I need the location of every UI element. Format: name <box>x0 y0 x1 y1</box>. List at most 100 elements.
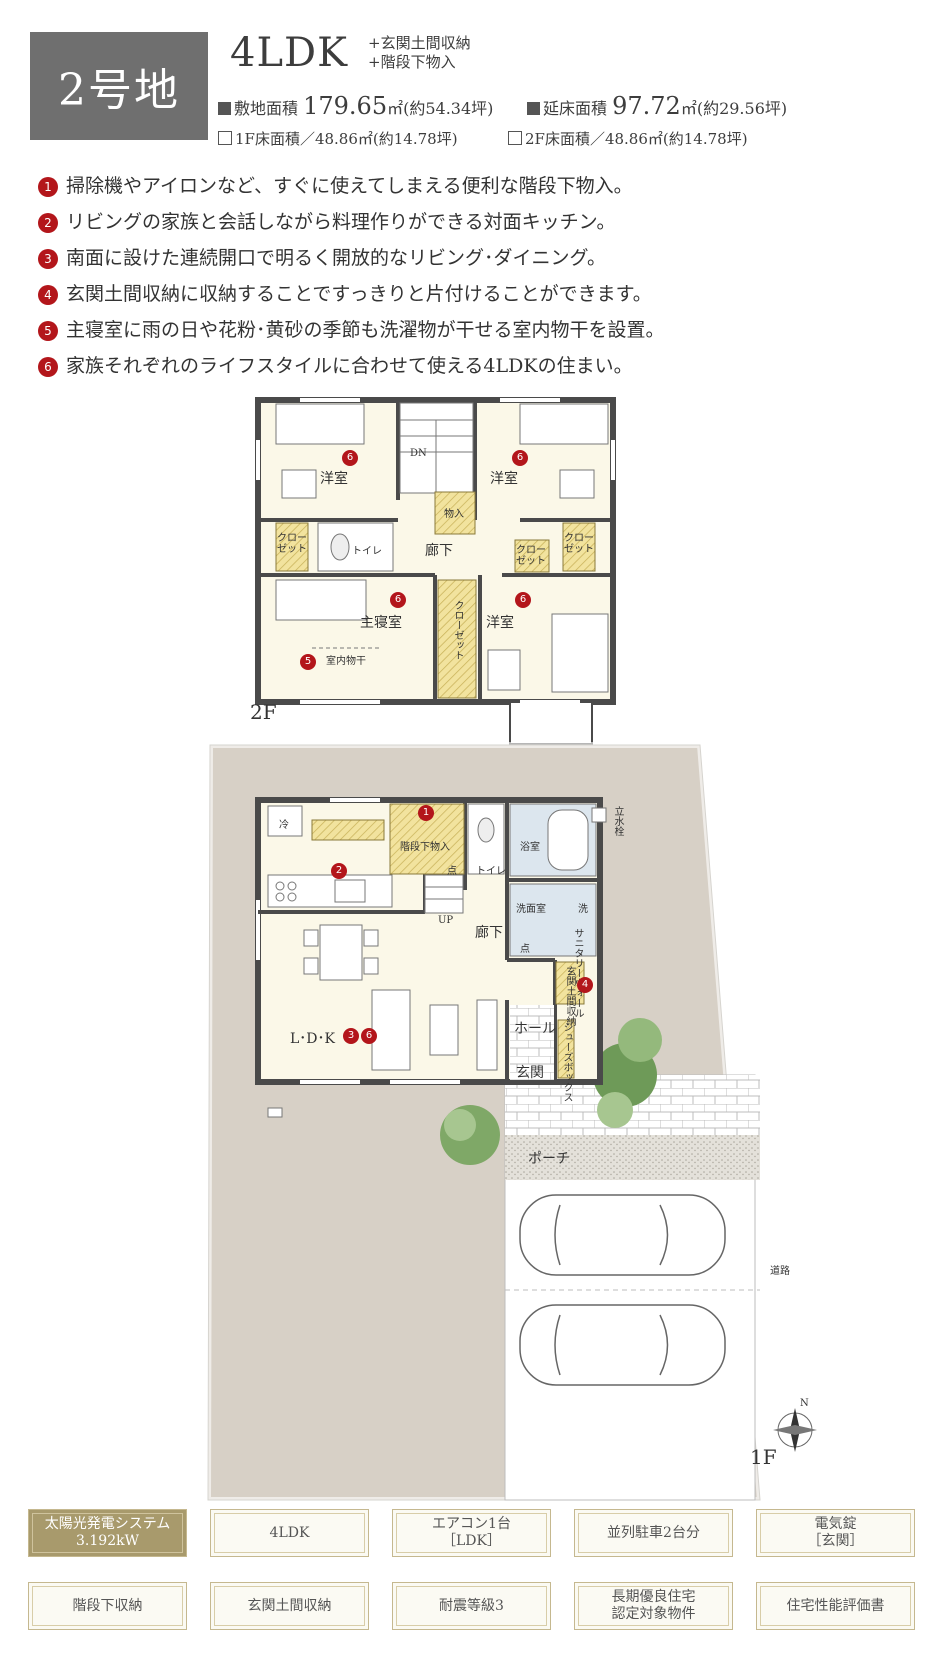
washer-label: 洗 <box>578 904 588 915</box>
marker-pin: 1 <box>418 805 434 821</box>
spec-line1: 耐震等級3 <box>439 1597 504 1614</box>
genkan-storage: 玄関土間収納 <box>564 966 575 1026</box>
feature-text: 主寝室に雨の日や花粉･黄砂の季節も洗濯物が干せる室内物干を設置。 <box>66 319 665 341</box>
stairs-down-label: DN <box>410 448 427 459</box>
storage-2f: 物入 <box>444 509 464 520</box>
feature-text: 掃除機やアイロンなど、すぐに使えてしまえる便利な階段下物入。 <box>66 175 633 197</box>
feature-item: 4 玄関土間収納に収納することですっきりと片付けることができます。 <box>38 276 665 312</box>
f1-area-text: 1F床面積／48.86㎡(約14.78坪) <box>235 130 458 148</box>
site-area-label: 敷地面積 <box>234 99 299 118</box>
square-icon <box>218 102 231 115</box>
feature-number-badge: 2 <box>38 213 58 233</box>
toilet-1f: トイレ <box>476 866 506 877</box>
stairs-up-label: UP <box>438 915 454 926</box>
porch-label: ポーチ <box>528 1151 570 1167</box>
spec-line1: 電気錠 <box>814 1516 857 1532</box>
lot-badge: 2号地 <box>30 32 208 140</box>
hallway-1f: 廊下 <box>475 925 503 941</box>
entrance: 玄関 <box>516 1065 544 1081</box>
feature-text: 玄関土間収納に収納することですっきりと片付けることができます。 <box>66 283 652 305</box>
plan-extra-stairs: +階段下物入 <box>368 53 456 71</box>
under-stairs-storage: 階段下物入 <box>400 842 450 853</box>
closet-2f-ne: クロー ゼット <box>564 533 594 555</box>
closet-2f-long: クローゼット <box>452 600 463 660</box>
shoe-box: シューズボックス <box>561 1022 572 1102</box>
marker-pin: 6 <box>512 450 528 466</box>
marker-pin: 6 <box>361 1028 377 1044</box>
f1-area: 1F床面積／48.86㎡(約14.78坪) <box>218 128 458 149</box>
panel-point-label-2: 点 <box>520 944 530 955</box>
indoor-drying-label: 室内物干 <box>326 656 366 667</box>
marker-pin: 3 <box>343 1028 359 1044</box>
marker-pin: 4 <box>577 977 593 993</box>
ldk-label: L･D･K <box>290 1031 335 1047</box>
hallway-2f: 廊下 <box>425 543 453 559</box>
faucet-label: 立水栓 <box>612 806 623 836</box>
sanitary-wall: サニタリーウォール <box>572 928 583 1018</box>
site-area-unit: ㎡(約54.34坪) <box>387 99 494 118</box>
feature-item: 1 掃除機やアイロンなど、すぐに使えてしまえる便利な階段下物入。 <box>38 168 665 204</box>
tree-icon <box>440 1018 662 1165</box>
floor2-plan <box>255 397 616 745</box>
room-2f-se: 洋室 <box>486 615 514 631</box>
spec-line1: 階段下収納 <box>72 1597 143 1614</box>
feature-list: 1 掃除機やアイロンなど、すぐに使えてしまえる便利な階段下物入。 2 リビングの家族… <box>38 168 665 384</box>
plan-extras: +玄関土間収納 +階段下物入 <box>368 34 471 72</box>
marker-pin: 6 <box>515 592 531 608</box>
spec-line1: 太陽光発電システム <box>44 1516 171 1532</box>
checkbox-square-icon <box>218 131 232 145</box>
floor-area-unit: ㎡(約29.56坪) <box>680 99 788 118</box>
floor-area-value: 97.72 <box>612 92 681 120</box>
north-label: N <box>800 1398 809 1409</box>
master-bedroom: 主寝室 <box>360 615 402 631</box>
closet-2f-nw: クロー ゼット <box>277 533 307 555</box>
compass-icon <box>773 1408 817 1452</box>
spec-line2: 認定対象物件 <box>611 1606 696 1622</box>
floor-area: 延床面積 97.72㎡(約29.56坪) <box>527 92 787 120</box>
spec-under-stairs: 階段下収納 <box>28 1582 187 1630</box>
spec-line2: 3.192kW <box>76 1533 139 1549</box>
spec-long-life: 長期優良住宅認定対象物件 <box>574 1582 733 1630</box>
spec-line1: 並列駐車2台分 <box>607 1524 700 1541</box>
floor1-site <box>204 742 817 1503</box>
fridge-label: 冷 <box>279 820 289 831</box>
marker-pin: 6 <box>390 592 406 608</box>
feature-item: 6 家族それぞれのライフスタイルに合わせて使える4LDKの住まい。 <box>38 348 665 384</box>
toilet-2f: トイレ <box>352 546 382 557</box>
spec-genkan-storage: 玄関土間収納 <box>210 1582 369 1630</box>
feature-number-badge: 4 <box>38 285 58 305</box>
floor1-label: 1F <box>750 1445 777 1469</box>
spec-line1: エアコン1台 <box>432 1516 511 1532</box>
spec-performance-report: 住宅性能評価書 <box>756 1582 915 1630</box>
spec-4ldk: 4LDK <box>210 1509 369 1557</box>
closet-2f-se: クロー ゼット <box>516 545 546 567</box>
marker-pin: 5 <box>300 654 316 670</box>
feature-text: リビングの家族と会話しながら料理作りができる対面キッチン。 <box>66 211 616 233</box>
hall-1f: ホール <box>514 1021 556 1037</box>
feature-text: 南面に設けた連続開口で明るく開放的なリビング･ダイニング。 <box>66 247 606 269</box>
feature-text: 家族それぞれのライフスタイルに合わせて使える4LDKの住まい。 <box>66 355 633 377</box>
marker-pin: 6 <box>342 450 358 466</box>
spec-aircon: エアコン1台［LDK］ <box>392 1509 551 1557</box>
spec-line2: ［玄関］ <box>807 1533 864 1549</box>
spec-electric-lock: 電気錠［玄関］ <box>756 1509 915 1557</box>
f2-area: 2F床面積／48.86㎡(約14.78坪) <box>508 128 748 149</box>
plan-extra-genkan: +玄関土間収納 <box>368 34 471 52</box>
spec-line1: 4LDK <box>269 1524 310 1541</box>
spec-line1: 玄関土間収納 <box>247 1597 332 1614</box>
square-icon <box>527 102 540 115</box>
feature-number-badge: 1 <box>38 177 58 197</box>
plan-type: 4LDK <box>230 30 348 76</box>
spec-line1: 長期優良住宅 <box>611 1589 696 1605</box>
feature-number-badge: 5 <box>38 321 58 341</box>
floor2-label: 2F <box>250 700 277 724</box>
feature-number-badge: 6 <box>38 357 58 377</box>
site-area-value: 179.65 <box>303 92 388 120</box>
spec-parking: 並列駐車2台分 <box>574 1509 733 1557</box>
site-area: 敷地面積 179.65㎡(約54.34坪) <box>218 92 493 120</box>
feature-item: 2 リビングの家族と会話しながら料理作りができる対面キッチン。 <box>38 204 665 240</box>
spec-seismic: 耐震等級3 <box>392 1582 551 1630</box>
spec-line1: 住宅性能評価書 <box>786 1597 885 1614</box>
